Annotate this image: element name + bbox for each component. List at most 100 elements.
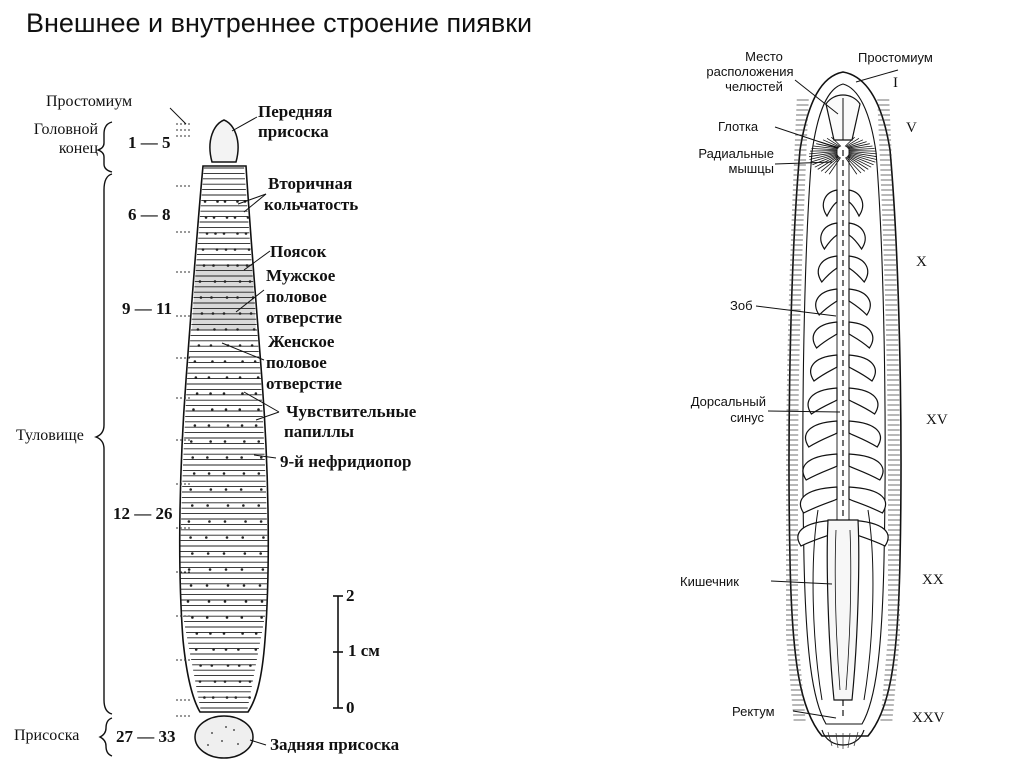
papilla-dot (212, 312, 215, 315)
papilla-dot (211, 664, 214, 667)
segment-range-12-26: 12 — 26 (113, 504, 173, 524)
papilla-dot (202, 248, 205, 251)
papilla-dot (191, 456, 194, 459)
papilla-dot (245, 232, 248, 235)
papilla-dot (210, 488, 213, 491)
label-prostomium-external: Простомиум (46, 93, 132, 110)
papilla-dot (240, 488, 243, 491)
papilla-dot (243, 440, 246, 443)
papilla-dot (257, 408, 260, 411)
papilla-dot (244, 552, 247, 555)
papilla-dot (241, 632, 244, 635)
segment-roman-XX: XX (922, 572, 944, 589)
papilla-dot (191, 552, 194, 555)
papilla-dot (194, 424, 197, 427)
label-jaws-3: челюстей (710, 79, 798, 94)
papilla-dot (193, 472, 196, 475)
segment-range-6-8: 6 — 8 (128, 205, 171, 225)
papilla-dot (204, 200, 207, 203)
papilla-dot (237, 648, 240, 651)
label-front-sucker-1: Передняя (258, 102, 332, 122)
label-jaws-2: расположения (700, 64, 800, 79)
papilla-dot (257, 376, 260, 379)
papilla-dot (212, 648, 215, 651)
papilla-dot (224, 520, 227, 523)
papilla-dot (216, 248, 219, 251)
label-papillae-2: папиллы (284, 422, 354, 442)
papilla-dot (209, 568, 212, 571)
papilla-dot (243, 584, 246, 587)
segment-roman-X: X (916, 254, 927, 271)
papilla-dot (213, 216, 216, 219)
papilla-dot (224, 680, 227, 683)
papilla-dot (239, 312, 242, 315)
label-male-3: отверстие (266, 308, 342, 328)
scale-label-0: 0 (346, 698, 355, 718)
papilla-dot (205, 536, 208, 539)
papilla-dot (206, 456, 209, 459)
papilla-dot (236, 232, 239, 235)
label-male-2: половое (266, 287, 327, 307)
label-female-3: отверстие (266, 374, 342, 394)
papilla-dot (236, 200, 239, 203)
papilla-dot (226, 616, 229, 619)
papilla-dot (227, 584, 230, 587)
papilla-dot (225, 648, 228, 651)
papilla-dot (205, 216, 208, 219)
papilla-dot (257, 440, 260, 443)
papilla-dot (191, 616, 194, 619)
papilla-dot (234, 216, 237, 219)
label-radial-2: мышцы (660, 161, 774, 176)
papilla-dot (241, 360, 244, 363)
papilla-dot (199, 664, 202, 667)
papilla-dot (224, 280, 227, 283)
papilla-dot (224, 600, 227, 603)
papilla-dot (223, 632, 226, 635)
papilla-dot (225, 248, 228, 251)
papilla-dot (226, 216, 229, 219)
label-female-2: половое (266, 353, 327, 373)
papilla-dot (238, 664, 241, 667)
label-male-1: Мужское (266, 266, 335, 286)
label-rectum: Ректум (732, 704, 775, 719)
segment-range-27-33: 27 — 33 (116, 727, 176, 747)
papilla-dot (260, 488, 263, 491)
label-secondary-1: Вторичная (268, 174, 352, 194)
papilla-dot (200, 296, 203, 299)
papilla-dot (236, 296, 239, 299)
papilla-dot (189, 536, 192, 539)
papilla-dot (225, 568, 228, 571)
papilla-dot (259, 584, 262, 587)
papilla-dot (255, 392, 258, 395)
papilla-dot (199, 680, 202, 683)
papilla-dot (212, 696, 215, 699)
papilla-dot (188, 568, 191, 571)
papilla-dot (260, 520, 263, 523)
label-sucker: Присоска (14, 727, 79, 744)
papilla-dot (245, 600, 248, 603)
papilla-dot (187, 600, 190, 603)
papilla-dot (196, 632, 199, 635)
papilla-dot (227, 504, 230, 507)
papilla-dot (225, 328, 228, 331)
papilla-dot (208, 520, 211, 523)
papilla-dot (189, 488, 192, 491)
papilla-dot (209, 632, 212, 635)
papilla-dot (206, 616, 209, 619)
papilla-dot (206, 504, 209, 507)
papilla-dot (226, 696, 229, 699)
papilla-dot (224, 360, 227, 363)
papilla-dot (250, 312, 253, 315)
label-belt: Поясок (270, 242, 326, 262)
papilla-dot (196, 392, 199, 395)
label-intestine: Кишечник (680, 574, 739, 589)
papilla-dot (239, 280, 242, 283)
papilla-dot (226, 296, 229, 299)
papilla-dot (255, 632, 258, 635)
papilla-dot (192, 408, 195, 411)
papilla-dot (255, 648, 258, 651)
papilla-dot (251, 344, 254, 347)
papilla-dot (241, 536, 244, 539)
papilla-dot (262, 536, 265, 539)
segment-range-9-11: 9 — 11 (122, 299, 172, 319)
